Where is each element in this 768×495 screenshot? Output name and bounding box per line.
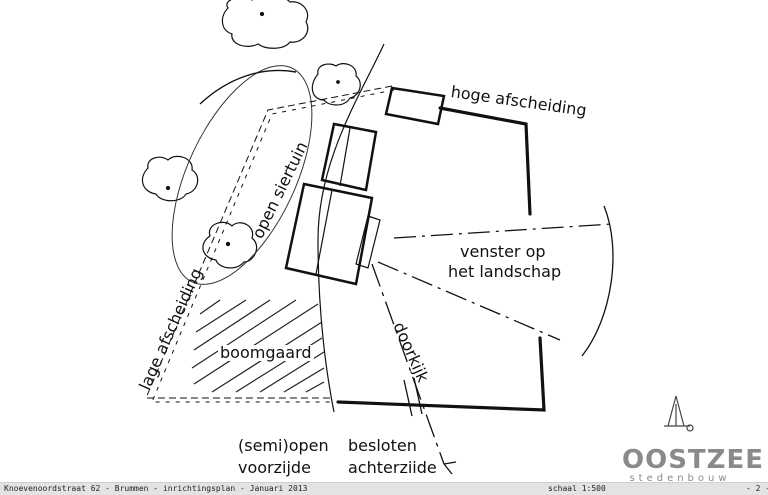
logo-name: OOSTZEE (622, 445, 765, 475)
plot-boundary (145, 85, 395, 403)
site-plan-sketch (141, 0, 694, 475)
logo-subtitle: stedenbouw (629, 473, 731, 484)
footer-scale: schaal 1:500 (548, 484, 606, 493)
axis-line (317, 43, 385, 413)
tree-icon (141, 155, 199, 202)
hoge-afscheiding-wall (336, 106, 546, 412)
label-venster-line2: het landschap (448, 262, 562, 281)
footer-page: - 2 - (746, 484, 768, 493)
tree-icon (221, 0, 309, 49)
label-venster-line1: venster op (460, 242, 546, 261)
siertuin-outline (171, 65, 313, 285)
label-semiopen-line1: (semi)open (238, 436, 329, 455)
north-arrow-icon (664, 395, 694, 432)
label-besloten-line2: achterziide (348, 458, 437, 477)
arc-line (199, 69, 297, 105)
doorkijk-lines (371, 263, 457, 475)
tree-icon (311, 63, 361, 106)
footer-project: Knoevenoordstraat 62 - Brummen - inricht… (4, 484, 308, 493)
view-cone (377, 205, 614, 357)
label-besloten-line1: besloten (348, 436, 417, 455)
buildings (284, 86, 446, 286)
label-semiopen-line2: voorzijde (238, 458, 311, 477)
footer-bar: Knoevenoordstraat 62 - Brummen - inricht… (0, 482, 768, 495)
label-boomgaard: boomgaard (218, 343, 314, 362)
oostzee-logo: OOSTZEE stedenbouw (622, 445, 765, 485)
